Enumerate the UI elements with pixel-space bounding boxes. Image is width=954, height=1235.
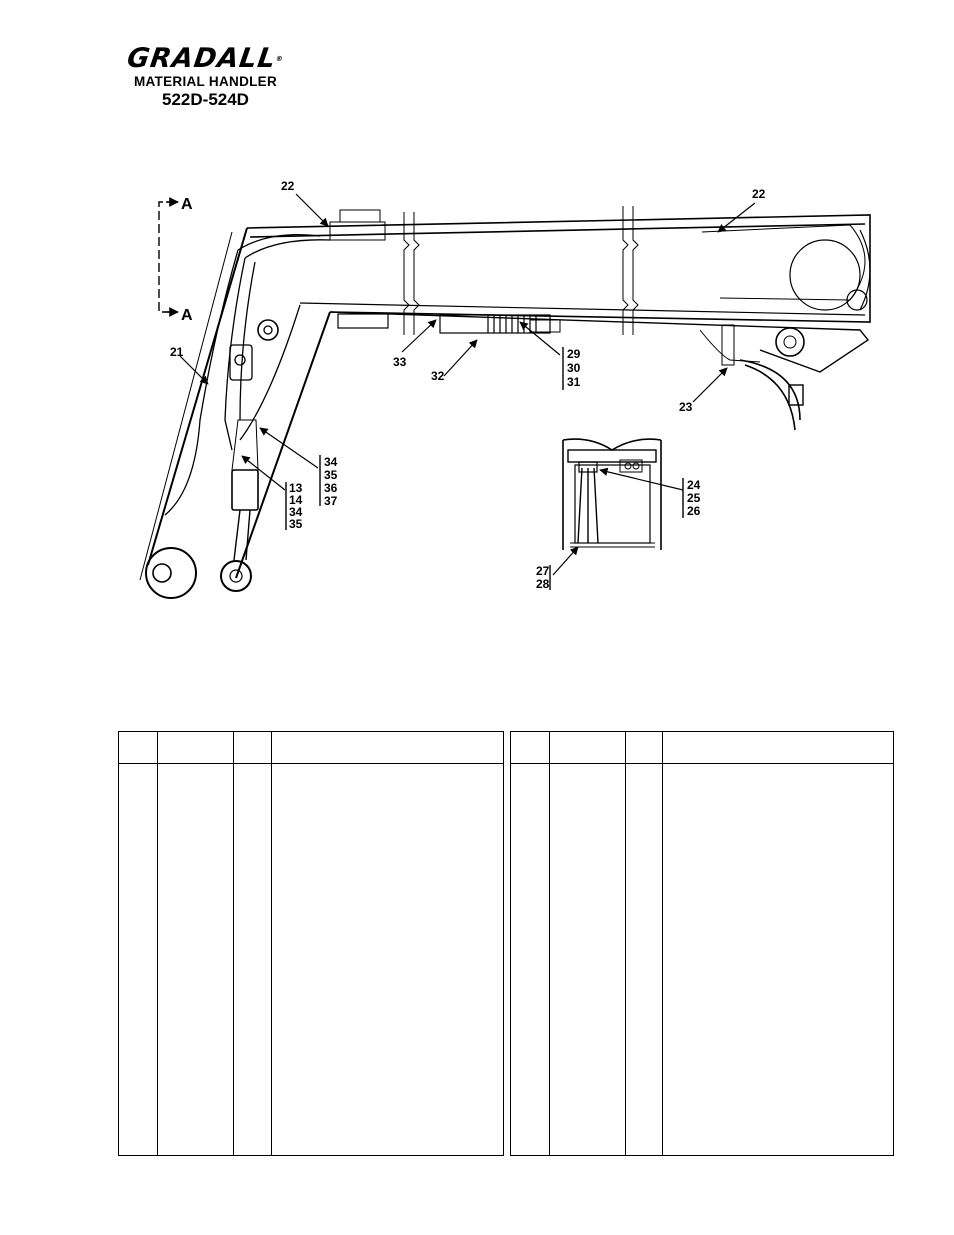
table-header-rule [119, 763, 503, 764]
table-col-divider [233, 732, 234, 1155]
parts-table-right [510, 731, 894, 1156]
callout-35: 35 [324, 468, 338, 482]
brand-header: GRADALL® MATERIAL HANDLER 522D-524D [113, 43, 298, 109]
callout-31: 31 [567, 375, 581, 389]
callout-22-right: 22 [752, 187, 766, 201]
callout-37: 37 [324, 494, 338, 508]
section-label-bottom: A [181, 307, 193, 324]
table-col-divider [549, 732, 550, 1155]
boom-assembly [139, 209, 871, 599]
callout-brackets [285, 347, 684, 590]
callout-32: 32 [431, 369, 445, 383]
table-col-divider [662, 732, 663, 1155]
table-col-divider [625, 732, 626, 1155]
callout-14: 14 [289, 493, 303, 507]
callout-24: 24 [687, 478, 701, 492]
callout-25: 25 [687, 491, 701, 505]
table-col-divider [271, 732, 272, 1155]
callout-26: 26 [687, 504, 701, 518]
boom-cylinder [220, 419, 259, 592]
boom-hose-diagram: A A [139, 179, 871, 599]
callout-34-b: 34 [289, 505, 303, 519]
callout-22-left: 22 [281, 179, 295, 193]
callout-29: 29 [567, 347, 581, 361]
table-header-rule [511, 763, 893, 764]
callout-21: 21 [170, 345, 184, 359]
callout-13: 13 [289, 481, 303, 495]
callout-36: 36 [324, 481, 338, 495]
parts-table-left [118, 731, 504, 1156]
section-a-a-view [562, 438, 662, 550]
subtitle: MATERIAL HANDLER [133, 74, 278, 89]
callout-27: 27 [536, 564, 550, 578]
boom-hoses [164, 233, 331, 516]
break-lines [403, 206, 639, 335]
callout-30: 30 [567, 361, 581, 375]
callout-23: 23 [679, 400, 693, 414]
model-number: 522D-524D [162, 90, 249, 109]
callout-35-b: 35 [289, 517, 303, 531]
section-marker-a-a [158, 197, 179, 317]
callout-33: 33 [393, 355, 407, 369]
leader-arrows [179, 193, 756, 576]
section-label-top: A [181, 196, 193, 213]
table-col-divider [157, 732, 158, 1155]
callout-34: 34 [324, 455, 338, 469]
callout-28: 28 [536, 577, 550, 591]
